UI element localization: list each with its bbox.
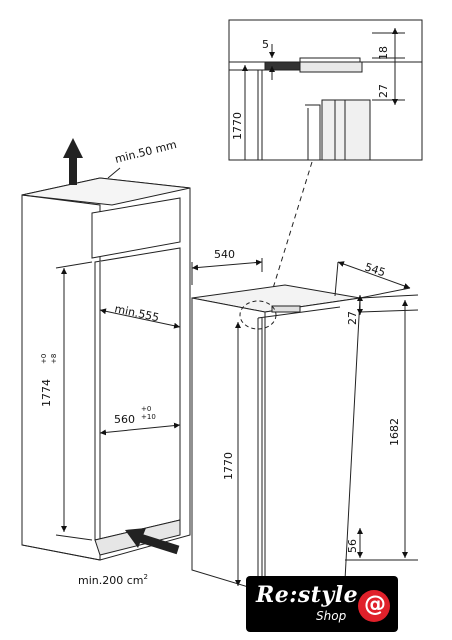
cart-at-icon: @ <box>358 590 390 622</box>
niche-height-label: 1774 <box>40 379 53 407</box>
appliance <box>191 284 361 593</box>
appliance-width-label: 540 <box>214 248 235 261</box>
detail-hinge-block <box>299 61 363 73</box>
niche-width-label: 560 <box>114 413 135 426</box>
appliance-height-label: 1770 <box>222 452 235 480</box>
gap-top-label: 27 <box>346 311 359 325</box>
restyle-shop-logo: Re:style Shop @ <box>246 576 398 632</box>
vent-bottom-label: min.200 cm2 <box>78 573 148 587</box>
logo-text: Re:style <box>256 582 359 608</box>
airflow-up-arrow <box>63 138 83 185</box>
detail-mid-label: 27 <box>377 84 390 98</box>
detail-top-label: 18 <box>377 46 390 60</box>
door-height-label: 1682 <box>388 418 401 446</box>
vent-top-label: min.50 mm <box>114 138 178 166</box>
logo-subtext: Shop <box>316 609 347 623</box>
niche-height-tol-plus: +8 <box>50 354 58 364</box>
detail-height-label: 1770 <box>231 112 244 140</box>
detail-inset <box>228 19 423 161</box>
bottom-offset-label: 56 <box>346 539 359 553</box>
detail-top-panel <box>229 57 422 63</box>
niche-height-tol-zero: +0 <box>40 354 48 364</box>
niche-cabinet <box>21 177 191 561</box>
niche-width-tol-zero: +0 <box>141 405 151 413</box>
detail-gap-label: 5 <box>262 38 269 51</box>
airflow-bottom-arrow <box>125 528 180 555</box>
appliance-depth-label: 545 <box>363 260 387 279</box>
detail-circle <box>239 300 277 330</box>
detail-leader <box>269 161 313 299</box>
niche-width-tol-plus: +10 <box>141 413 156 421</box>
